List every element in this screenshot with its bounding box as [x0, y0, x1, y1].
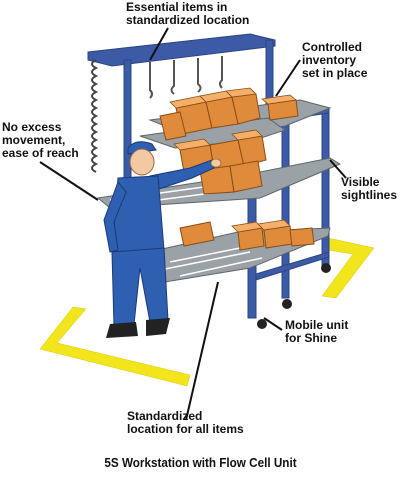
worker-legs [111, 247, 169, 327]
callout-visible-sightlines: Visible sightlines [341, 175, 398, 202]
callout-mobile-unit: Mobile unit for Shine [285, 318, 349, 345]
worker-head [129, 148, 155, 176]
callout-no-excess-movement: No excess movement, ease of reach [2, 120, 79, 160]
callout-essential-items: Essential items in standardized location [126, 0, 250, 27]
worker-figure [103, 141, 222, 338]
inventory-boxes [159, 93, 315, 251]
callout-controlled-inventory: Controlled inventory set in place [302, 40, 368, 80]
worker-boots [106, 318, 170, 338]
leader-lines [39, 27, 347, 421]
callout-standardized-location: Standardized location for all items [127, 409, 244, 436]
air-hose [91, 59, 99, 173]
diagram-caption: 5S Workstation with Flow Cell Unit [104, 455, 297, 470]
box-flaps [169, 87, 297, 233]
tool-hooks [149, 56, 223, 99]
